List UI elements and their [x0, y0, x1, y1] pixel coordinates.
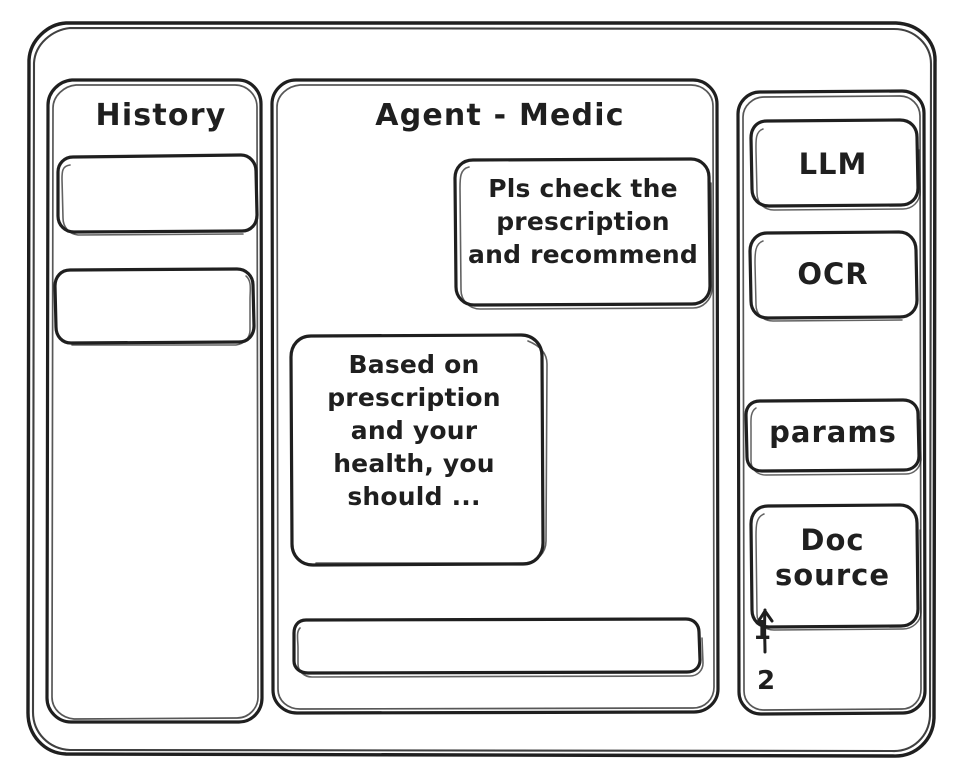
doc-source-button-outline: [749, 503, 920, 629]
doc-source-item-1-label: 1: [753, 616, 772, 646]
page-title: Agent - Medic: [375, 98, 625, 133]
history-item-2[interactable]: [54, 265, 256, 345]
history-item-2-outline: [53, 267, 256, 345]
params-button-outline-2: [750, 407, 922, 476]
main-panel-outline-2: [276, 84, 715, 710]
user-message-bubble-outline: [453, 157, 712, 307]
tools-panel-outline: [736, 89, 927, 716]
user-message-text: Pls check the prescription and recommend: [468, 174, 698, 269]
ocr-button[interactable]: [748, 230, 920, 318]
llm-button-label: LLM: [798, 147, 868, 181]
ocr-button-outline: [748, 230, 919, 320]
history-item-2-outline-2: [71, 275, 252, 346]
tools-panel-outline-2: [742, 95, 922, 711]
doc-source-item-2-label: 2: [757, 666, 776, 696]
history-item-1-outline: [56, 153, 259, 234]
history-panel-title: History: [95, 98, 227, 133]
llm-button-outline: [749, 118, 920, 208]
history-panel-outline: [45, 78, 264, 724]
history-item-1-outline-2: [61, 164, 244, 236]
assistant-message-text: Based on prescription and your health, y…: [327, 350, 501, 511]
ocr-button-outline-2: [754, 240, 903, 322]
doc-source-button-label: Doc source: [775, 523, 890, 593]
composer-input-outline: [292, 617, 702, 675]
doc-source-button-outline-2: [755, 513, 922, 631]
history-panel-outline-2: [51, 84, 259, 720]
doc-source-leader-arrow: [756, 609, 774, 624]
assistant-message-bubble-outline-2: [315, 340, 548, 564]
doc-source-button[interactable]: [748, 503, 920, 627]
window-frame-outline: [26, 21, 937, 758]
params-button-outline: [744, 398, 921, 473]
llm-button-outline-2: [755, 128, 921, 211]
llm-button[interactable]: [748, 118, 920, 208]
user-message-bubble: [452, 158, 714, 308]
params-button-label: params: [769, 415, 897, 449]
assistant-message-bubble: [288, 333, 544, 565]
main-panel-outline: [270, 78, 720, 715]
composer-input-outline-2: [296, 627, 704, 678]
ocr-button-label: OCR: [797, 257, 869, 291]
user-message-bubble-outline-2: [459, 166, 713, 310]
params-button[interactable]: [744, 398, 922, 470]
composer-input[interactable]: [295, 618, 695, 670]
history-item-1[interactable]: [57, 152, 259, 234]
window-frame-outline-2: [31, 26, 933, 753]
assistant-message-bubble-outline: [289, 333, 545, 567]
